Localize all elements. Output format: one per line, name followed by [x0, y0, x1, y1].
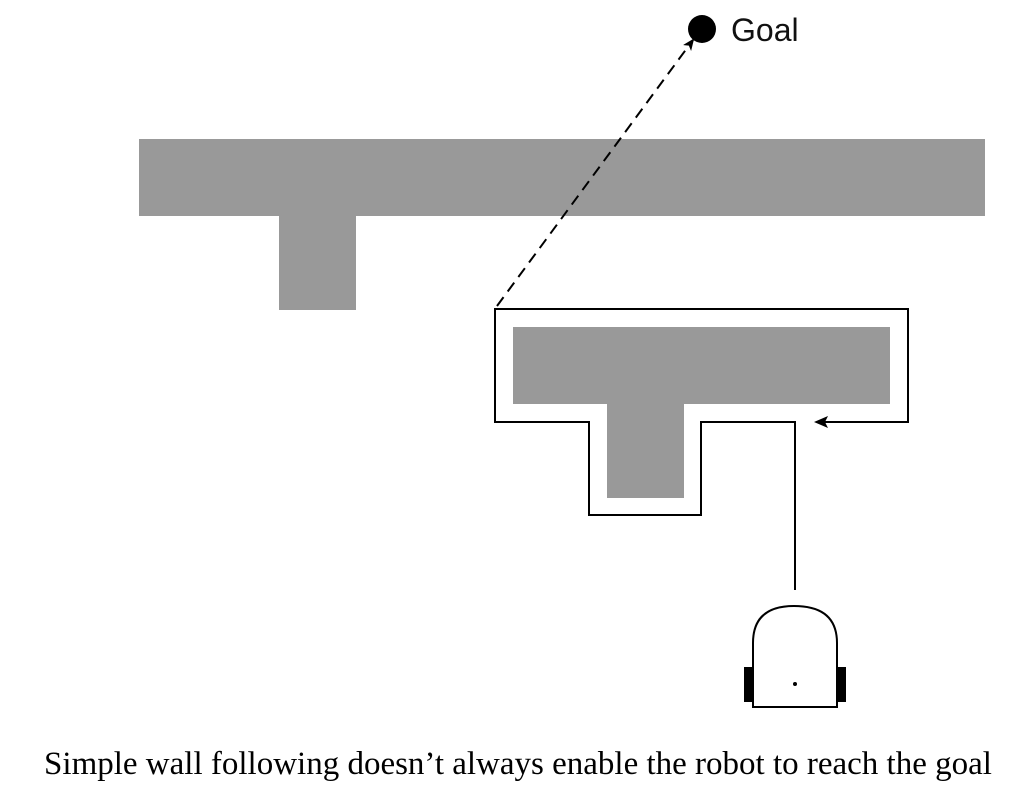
goal-heading-line — [496, 38, 695, 307]
path-direction-arrow — [814, 416, 828, 428]
t-obstacle-stem — [607, 402, 684, 498]
upper-obstacle — [139, 139, 985, 310]
t-obstacle-bar — [513, 327, 890, 404]
goal-marker — [688, 15, 716, 43]
t-obstacle — [513, 327, 890, 498]
robot-body — [752, 604, 838, 708]
robot-right-wheel — [837, 667, 846, 702]
upper-wall-bar — [139, 139, 985, 216]
wall-following-path — [494, 308, 909, 590]
upper-wall-stub — [279, 214, 356, 310]
robot — [744, 604, 846, 708]
goal-label: Goal — [731, 12, 799, 48]
robot-center-dot — [793, 682, 797, 686]
robot-left-wheel — [744, 667, 753, 702]
figure-caption: Simple wall following doesn’t always ena… — [44, 746, 992, 782]
